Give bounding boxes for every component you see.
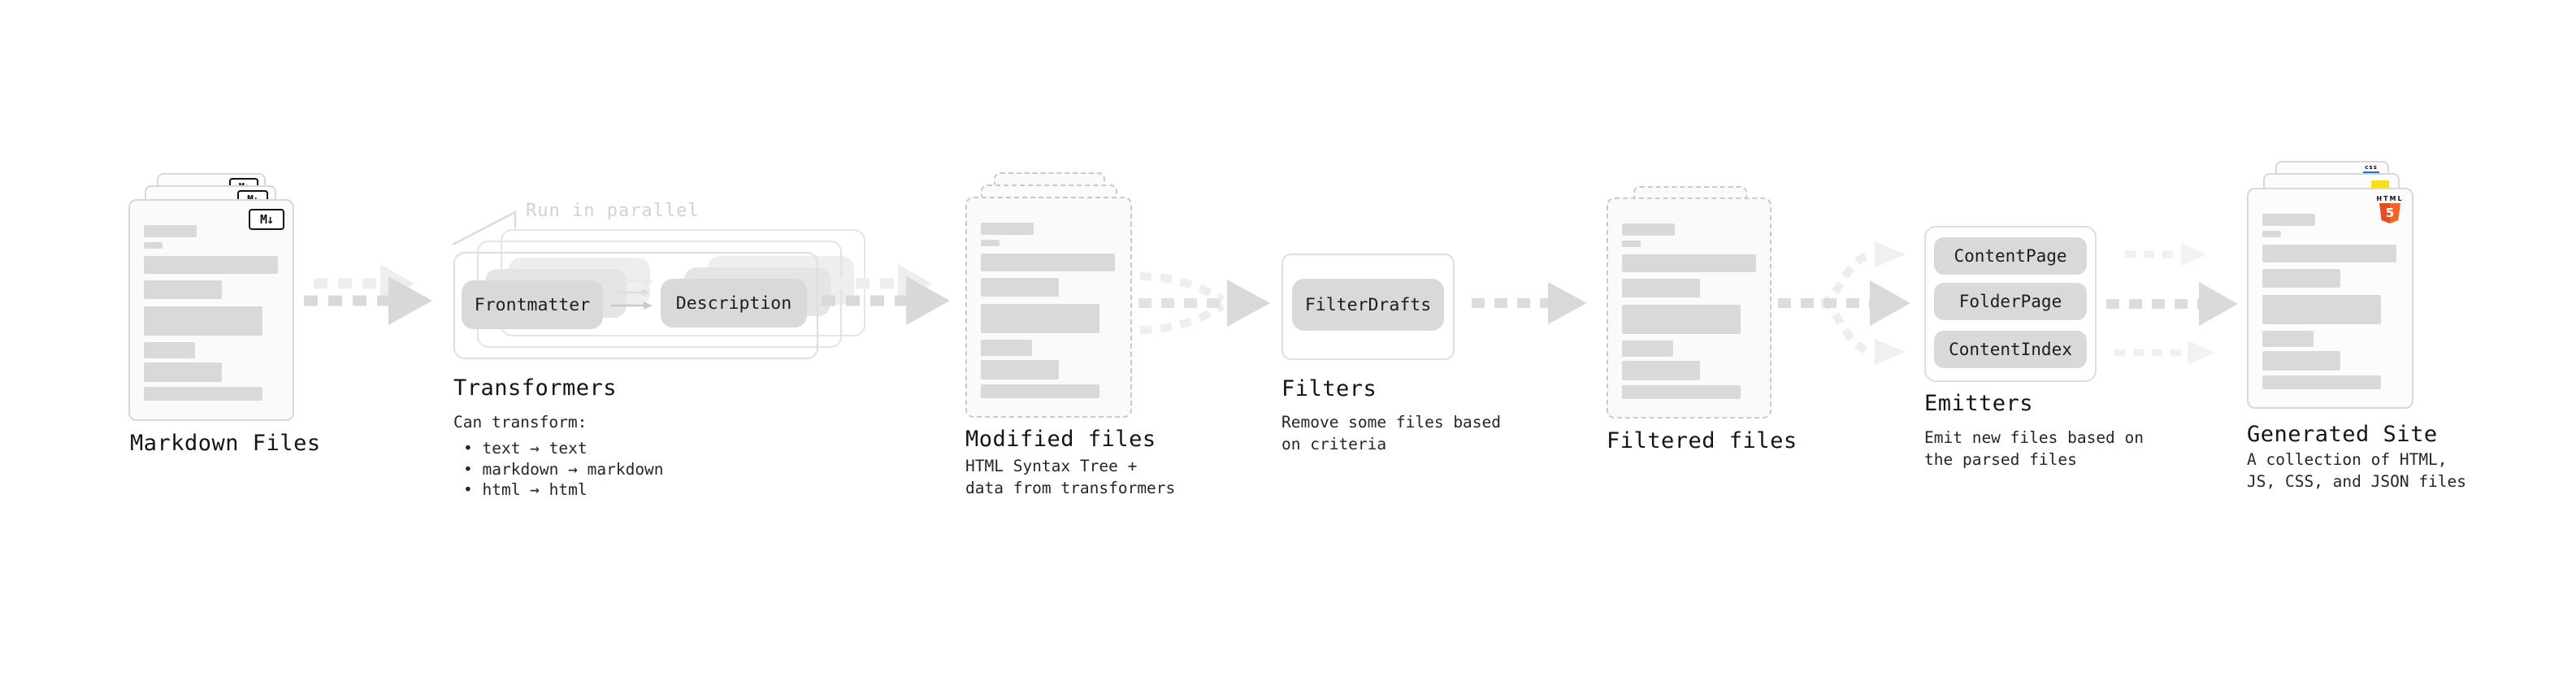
node-title-emitters: Emitters: [1924, 391, 2034, 416]
transformers-caption-heading: Can transform:: [453, 413, 588, 432]
caption-line: data from transformers: [965, 479, 1176, 497]
generated-site-caption: A collection of HTML, JS, CSS, and JSON …: [2247, 449, 2466, 492]
caption-line: HTML Syntax Tree +: [965, 457, 1138, 475]
annotation-run-in-parallel: Run in parallel: [526, 201, 700, 221]
text-line-placeholder: [981, 360, 1059, 380]
node-title-markdown-files: Markdown Files: [130, 431, 321, 456]
text-line-placeholder: [144, 362, 222, 382]
text-line-placeholder: [1622, 254, 1756, 272]
arrowhead: [1227, 280, 1270, 327]
arrowhead: [388, 276, 432, 325]
html5-number: 5: [2385, 205, 2395, 220]
arrowhead-top: [1875, 241, 1906, 267]
modified-file-card: [965, 197, 1132, 418]
text-line-placeholder: [981, 223, 1034, 235]
flow-arrows-emitters-to-site: [2106, 243, 2238, 365]
emitter-pill-contentindex: ContentIndex: [1934, 331, 2087, 368]
bullet-item: • html → html: [463, 480, 588, 499]
arrowhead-middle: [2199, 282, 2238, 326]
node-title-generated-site: Generated Site: [2247, 422, 2438, 447]
node-title-transformers: Transformers: [453, 375, 618, 401]
html5-icon: HTML 5: [2376, 195, 2404, 223]
emitters-box: [1924, 226, 2097, 382]
text-line-placeholder: [2262, 351, 2340, 371]
bullet-item: • markdown → markdown: [463, 459, 664, 479]
text-line-placeholder: [144, 242, 163, 249]
css-wordmark: css: [2365, 164, 2378, 171]
filters-box: [1281, 254, 1455, 360]
arrowhead-middle: [1870, 280, 1910, 326]
caption-line: Emit new files based on: [1924, 428, 2144, 447]
node-title-modified-files: Modified files: [965, 427, 1156, 452]
text-line-placeholder: [144, 225, 197, 237]
filtered-file-card: [1607, 197, 1772, 419]
text-line-placeholder: [1622, 241, 1641, 247]
filter-pill-filterdrafts: FilterDrafts: [1292, 279, 1444, 331]
text-line-placeholder: [2262, 295, 2381, 324]
text-line-placeholder: [2262, 214, 2315, 226]
flow-arrow-merge-to-filters: [1138, 272, 1270, 334]
caption-line: the parsed files: [1924, 450, 2077, 469]
text-line-placeholder: [144, 342, 195, 358]
transformer-pill-description: Description: [661, 279, 807, 327]
caption-line: on criteria: [1281, 435, 1387, 453]
markdown-icon: M↓: [249, 209, 284, 230]
text-line-placeholder: [981, 384, 1099, 398]
flow-arrow-transformers-to-modified: [822, 264, 950, 325]
text-line-placeholder: [1622, 385, 1741, 399]
node-title-filters: Filters: [1281, 376, 1377, 401]
emitters-caption: Emit new files based on the parsed files: [1924, 427, 2144, 471]
arrowhead: [906, 276, 950, 325]
transformer-pill-frontmatter: Frontmatter: [462, 280, 603, 329]
text-line-placeholder: [981, 340, 1032, 356]
emitter-pill-folderpage: FolderPage: [1934, 283, 2087, 320]
caption-line: Remove some files based: [1281, 413, 1502, 432]
filters-caption: Remove some files based on criteria: [1281, 411, 1501, 455]
markdown-file-card: M↓: [128, 199, 294, 421]
flow-arrow-split-to-emitters: [1778, 241, 1910, 365]
caption-line: A collection of HTML,: [2247, 450, 2448, 469]
site-file-card: HTML 5: [2247, 188, 2413, 409]
text-line-placeholder: [981, 240, 1000, 246]
text-line-placeholder: [1622, 305, 1741, 334]
js-icon: [2371, 180, 2389, 188]
transformers-bullet-list: • text → text • markdown → markdown • ht…: [463, 438, 664, 501]
text-line-placeholder: [144, 387, 262, 401]
transformers-layer-1: [453, 252, 818, 359]
bullet-item: • text → text: [463, 439, 588, 458]
text-line-placeholder: [2262, 245, 2396, 262]
text-line-placeholder: [2262, 231, 2281, 237]
modified-files-caption: HTML Syntax Tree + data from transformer…: [965, 455, 1175, 499]
arrowhead-bottom: [1875, 339, 1906, 365]
text-line-placeholder: [1622, 361, 1700, 380]
text-line-placeholder: [2262, 269, 2340, 288]
html5-wordmark: HTML: [2376, 195, 2404, 202]
arrowhead-top: [2181, 243, 2207, 266]
text-line-placeholder: [1622, 223, 1675, 236]
arrowhead: [1548, 282, 1587, 324]
text-line-placeholder: [144, 280, 222, 299]
arrowhead-bottom: [2188, 340, 2215, 365]
emitter-pill-contentpage: ContentPage: [1934, 237, 2087, 275]
text-line-placeholder: [981, 278, 1059, 297]
pill-to-pill-arrows: [611, 277, 653, 310]
flow-arrow-filters-to-filtered: [1472, 282, 1587, 324]
text-line-placeholder: [2262, 375, 2381, 389]
text-line-placeholder: [144, 256, 278, 274]
text-line-placeholder: [981, 254, 1115, 271]
html5-shield: 5: [2379, 203, 2400, 223]
text-line-placeholder: [144, 306, 262, 336]
text-line-placeholder: [981, 304, 1099, 333]
node-title-filtered-files: Filtered files: [1607, 428, 1798, 453]
caption-line: JS, CSS, and JSON files: [2247, 472, 2467, 491]
text-line-placeholder: [1622, 340, 1673, 357]
flow-arrow-markdown-to-transformers: [304, 264, 432, 325]
text-line-placeholder: [1622, 279, 1700, 297]
annotation-leader-line: [452, 210, 517, 246]
text-line-placeholder: [2262, 331, 2314, 347]
